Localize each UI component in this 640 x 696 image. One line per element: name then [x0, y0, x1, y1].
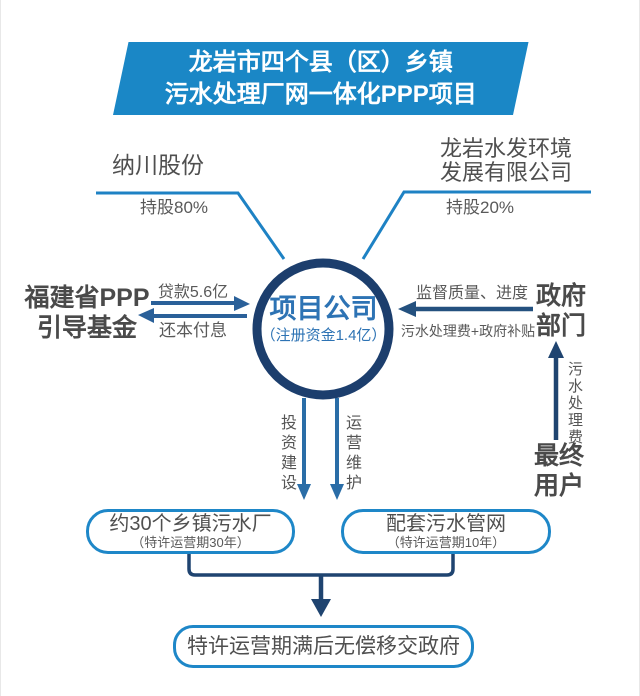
supervise-arrow-icon [398, 301, 533, 317]
fee-label: 污水处理费 [566, 361, 583, 446]
shareholder-right-line-icon [361, 190, 591, 260]
project-title-banner: 龙岩市四个县（区）乡镇 污水处理厂网一体化PPP项目 [113, 42, 529, 115]
shareholder-left-name: 纳川股份 [112, 152, 204, 178]
shareholder-right-name-line1: 龙岩水发环境 [439, 136, 572, 161]
project-title: 龙岩市四个县（区）乡镇 污水处理厂网一体化PPP项目 [121, 42, 521, 115]
shareholder-left-line-icon [96, 191, 286, 260]
project-company-capital: （注册资金1.4亿） [260, 327, 387, 344]
supervise-label: 监督质量、进度 [415, 285, 528, 302]
invest-down-arrow-icon [297, 398, 311, 500]
transfer-box-title: 特许运营期满后无偿移交政府 [187, 635, 460, 658]
company-circle [252, 258, 394, 400]
shareholder-right-name: 龙岩水发环境 发展有限公司 [436, 137, 576, 185]
operate-down-arrow-icon [330, 398, 344, 500]
pipeline-box-subtitle: （特许运营期10年） [386, 534, 506, 550]
ppp-fund-line2: 引导基金 [36, 314, 137, 342]
pipeline-box-title: 配套污水管网 [386, 512, 506, 535]
transfer-down-arrow-icon [311, 575, 331, 617]
pipeline-box: 配套污水管网 （特许运营期10年） [341, 509, 551, 554]
plants-box-subtitle: （特许运营期30年） [131, 534, 250, 550]
government: 政府 部门 [534, 281, 588, 341]
project-title-line2: 污水处理厂网一体化PPP项目 [164, 80, 477, 108]
project-company-name: 项目公司 [269, 294, 378, 324]
ppp-fund-line1: 福建省PPP [24, 284, 150, 312]
merge-connector-icon [187, 554, 455, 577]
ppp-fund: 福建省PPP 引导基金 [17, 283, 157, 343]
plants-box-title: 约30个乡镇污水厂 [109, 512, 272, 535]
shareholder-right-name-line2: 发展有限公司 [439, 160, 572, 185]
operate-label: 运营维护 [343, 414, 360, 494]
end-user-line2: 用户 [533, 472, 584, 500]
loan-label: 贷款5.6亿 [157, 284, 229, 301]
invest-label: 投资建设 [278, 414, 295, 494]
shareholder-left-stake: 持股80% [139, 198, 209, 217]
payment-label: 污水处理费+政府补贴 [400, 323, 536, 339]
loan-arrow-icon [151, 296, 250, 311]
government-line1: 政府 [535, 282, 586, 310]
transfer-box: 特许运营期满后无偿移交政府 [173, 625, 474, 668]
project-company: 项目公司 （注册资金1.4亿） [251, 294, 396, 346]
shareholder-right-stake: 持股20% [445, 198, 515, 217]
repay-label: 还本付息 [159, 321, 227, 340]
plants-box: 约30个乡镇污水厂 （特许运营期30年） [86, 509, 295, 554]
government-line2: 部门 [535, 312, 586, 340]
fee-up-arrow-icon [548, 341, 564, 440]
project-title-line1: 龙岩市四个县（区）乡镇 [188, 48, 453, 76]
end-user-line1: 最终 [533, 442, 584, 470]
repay-arrow-icon [138, 308, 247, 323]
end-user: 最终 用户 [531, 441, 587, 501]
